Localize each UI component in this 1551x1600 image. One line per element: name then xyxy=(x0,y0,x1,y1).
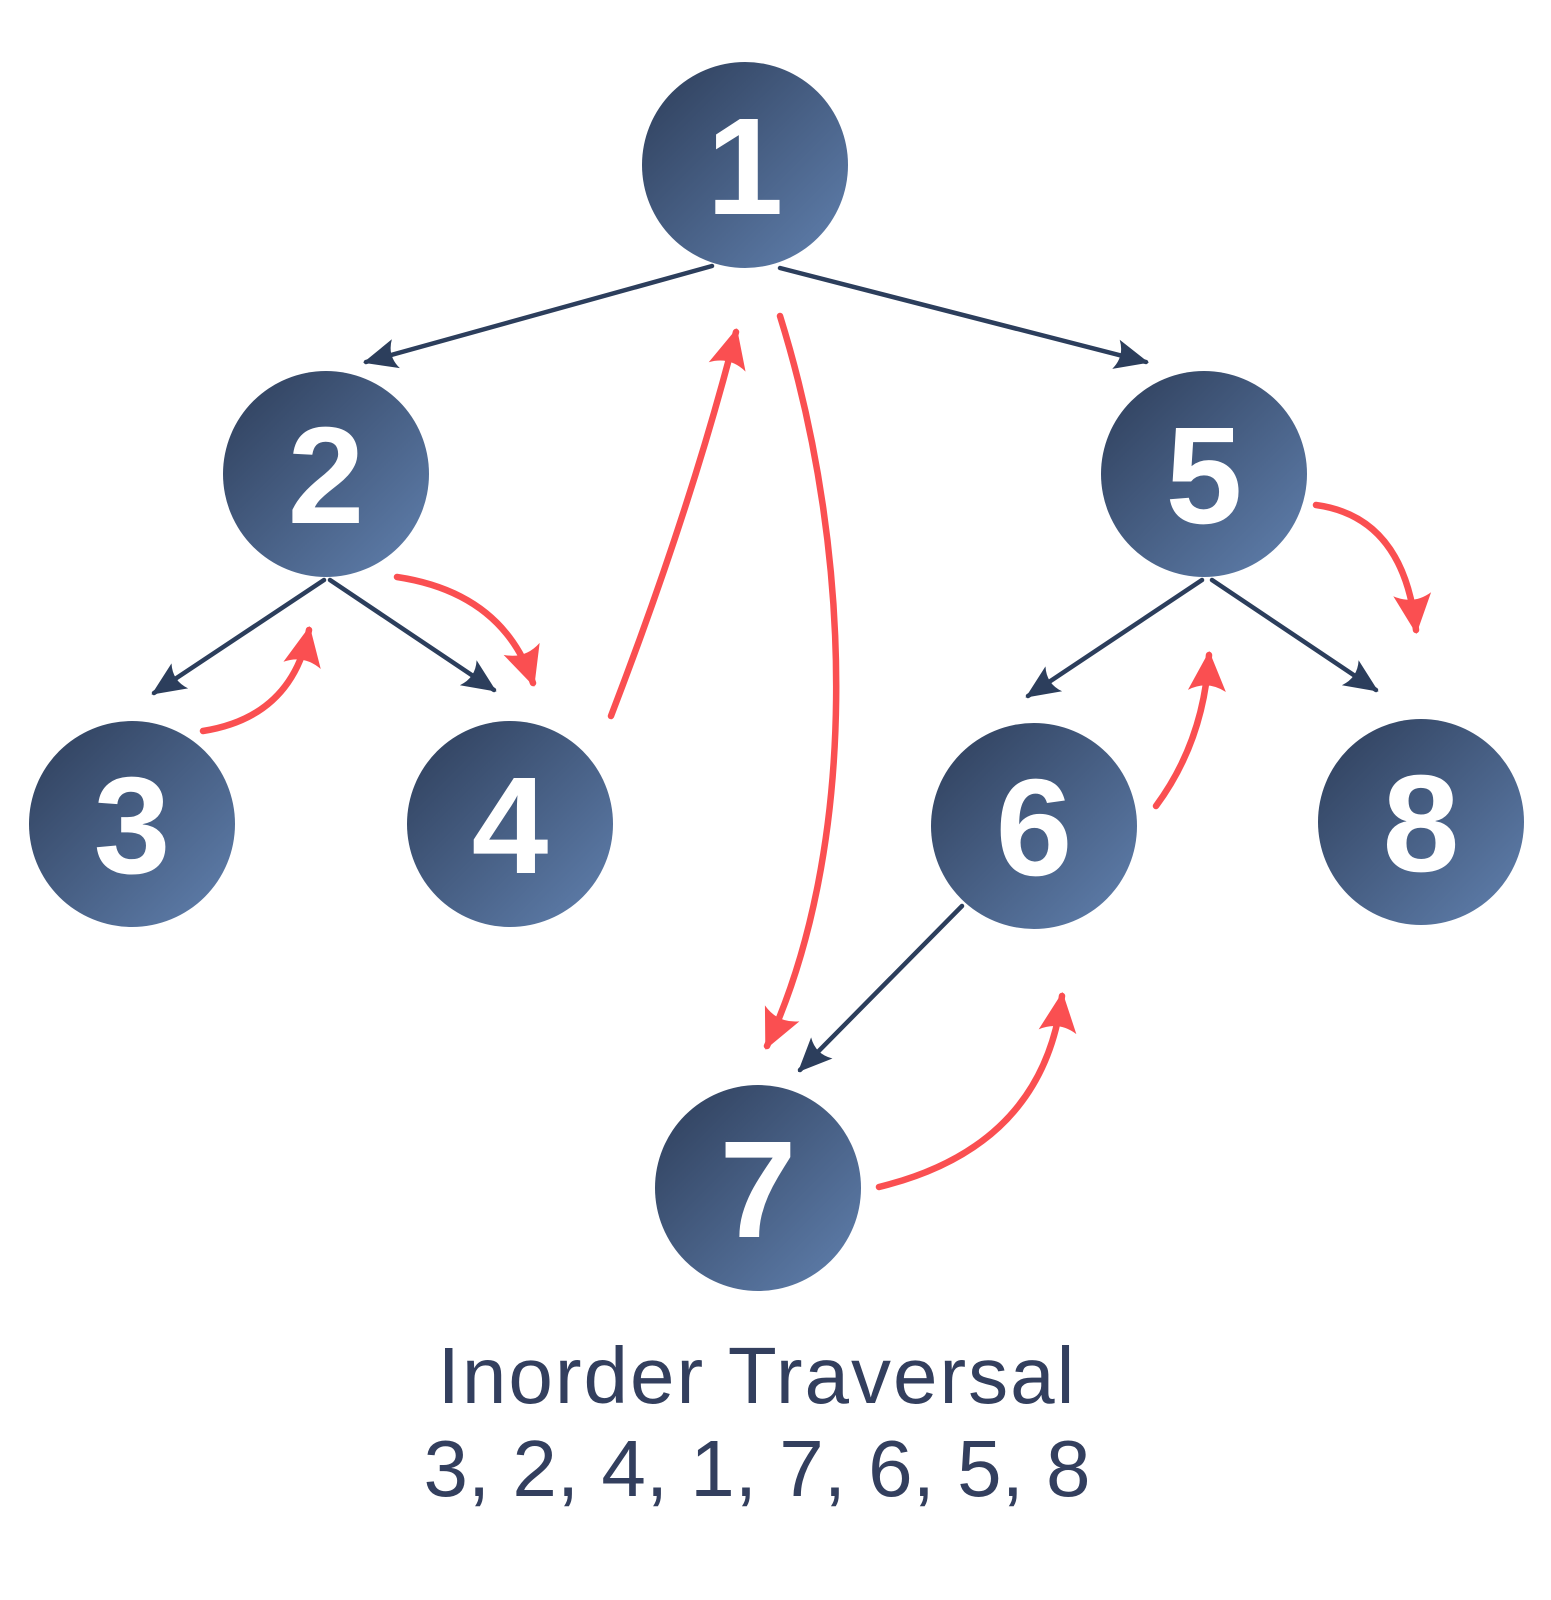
node-label-3: 3 xyxy=(94,749,171,903)
node-circle-7 xyxy=(655,1085,861,1291)
traversal-arrow-5-to-8 xyxy=(1312,501,1432,634)
tree-node-7: 7 xyxy=(655,1085,861,1291)
traversal-arrows xyxy=(199,312,1432,1191)
tree-edges xyxy=(151,263,1379,1073)
node-circle-4 xyxy=(407,721,613,927)
edge-1-to-2 xyxy=(363,263,715,369)
edge-6-to-7 xyxy=(797,903,965,1073)
traversal-arrow-1-to-7 xyxy=(763,312,840,1050)
traversal-arrow-6-to-5 xyxy=(1152,651,1226,810)
caption-title: Inorder Traversal xyxy=(438,1331,1077,1420)
tree-node-1: 1 xyxy=(642,62,848,268)
caption: Inorder Traversal 3, 2, 4, 1, 7, 6, 5, 8 xyxy=(423,1331,1090,1513)
edge-5-to-6 xyxy=(1025,577,1205,699)
edge-5-to-8 xyxy=(1209,577,1379,693)
node-circle-6 xyxy=(931,723,1137,929)
edge-1-to-5 xyxy=(777,265,1149,369)
edge-2-to-4 xyxy=(327,577,497,693)
traversal-arrow-3-to-2 xyxy=(199,626,321,735)
node-circle-2 xyxy=(223,371,429,577)
node-label-8: 8 xyxy=(1383,747,1460,901)
node-label-5: 5 xyxy=(1166,399,1243,553)
caption-sequence: 3, 2, 4, 1, 7, 6, 5, 8 xyxy=(423,1424,1090,1513)
node-circle-5 xyxy=(1101,371,1307,577)
node-label-4: 4 xyxy=(472,749,549,903)
node-label-1: 1 xyxy=(707,90,784,244)
tree-node-6: 6 xyxy=(931,723,1137,929)
node-label-2: 2 xyxy=(288,399,365,553)
tree-node-3: 3 xyxy=(29,721,235,927)
tree-node-2: 2 xyxy=(223,371,429,577)
node-label-6: 6 xyxy=(996,751,1073,905)
node-label-7: 7 xyxy=(720,1113,797,1267)
traversal-arrow-4-to-1 xyxy=(607,328,746,720)
traversal-arrow-2-to-4 xyxy=(393,573,540,687)
tree-node-4: 4 xyxy=(407,721,613,927)
tree-node-8: 8 xyxy=(1318,719,1524,925)
node-circle-3 xyxy=(29,721,235,927)
tree-node-5: 5 xyxy=(1101,371,1307,577)
node-circle-1 xyxy=(642,62,848,268)
node-circle-8 xyxy=(1318,719,1524,925)
traversal-arrow-7-to-6 xyxy=(875,992,1077,1191)
edge-2-to-3 xyxy=(151,577,327,696)
tree-nodes: 1 2 5 3 4 6 8 xyxy=(29,62,1524,1291)
